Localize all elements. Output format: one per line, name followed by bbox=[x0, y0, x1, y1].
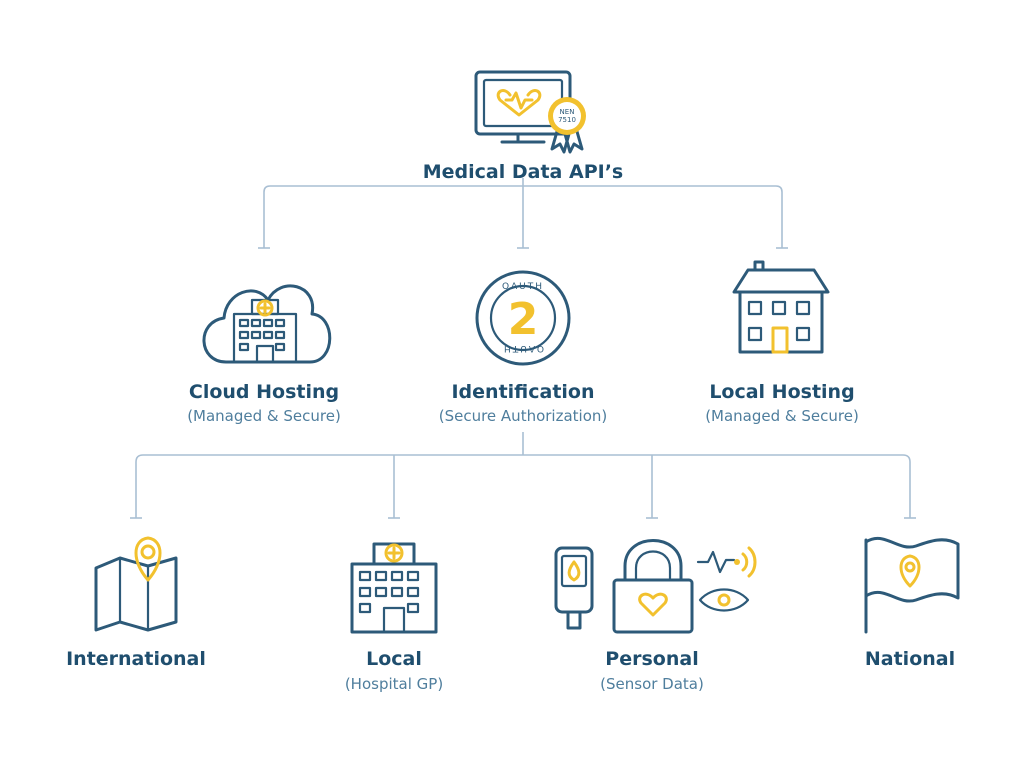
identification-title: Identification bbox=[451, 381, 594, 403]
connectors bbox=[130, 178, 916, 519]
local-hosting-subtitle: (Managed & Secure) bbox=[705, 407, 859, 425]
oauth-ring-bottom: OAUTH bbox=[502, 343, 544, 353]
personal-title: Personal bbox=[605, 648, 698, 670]
monitor-heartbeat-icon: NEN 7510 bbox=[474, 70, 586, 154]
local-title: Local bbox=[366, 648, 422, 670]
eye-icon bbox=[698, 588, 750, 612]
node-local: Local (Hospital GP) bbox=[345, 542, 443, 693]
flag-pin-icon bbox=[864, 536, 960, 634]
root-node: NEN 7510 Medical Data API’s bbox=[423, 70, 623, 183]
personal-subtitle: (Sensor Data) bbox=[600, 675, 704, 693]
signal-wave-icon bbox=[696, 546, 757, 578]
lock-sensor-icon bbox=[554, 539, 757, 634]
local-subtitle: (Hospital GP) bbox=[345, 675, 443, 693]
local-hosting-title: Local Hosting bbox=[709, 381, 854, 403]
node-international: International bbox=[66, 536, 206, 670]
connector-level2-bus bbox=[135, 454, 911, 518]
node-identification: OAUTH OAUTH 2 Identification (Secure Aut… bbox=[439, 270, 608, 425]
house-icon bbox=[732, 260, 830, 354]
root-title: Medical Data API’s bbox=[423, 161, 623, 183]
node-local-hosting: Local Hosting (Managed & Secure) bbox=[705, 260, 859, 425]
oauth-ring-top: OAUTH bbox=[502, 282, 544, 292]
oauth-2-icon: OAUTH OAUTH 2 bbox=[475, 270, 571, 366]
node-personal: Personal (Sensor Data) bbox=[554, 539, 757, 693]
map-pin-icon bbox=[94, 536, 178, 632]
badge-line-1: NEN bbox=[560, 108, 575, 116]
international-title: International bbox=[66, 648, 206, 670]
cloud-hospital-icon bbox=[202, 284, 332, 364]
identification-subtitle: (Secure Authorization) bbox=[439, 407, 608, 425]
hospital-icon bbox=[350, 542, 438, 634]
padlock-heart-icon bbox=[612, 539, 694, 634]
node-national: National bbox=[864, 536, 960, 670]
national-title: National bbox=[865, 648, 955, 670]
cloud-hosting-title: Cloud Hosting bbox=[189, 381, 339, 403]
badge-line-2: 7510 bbox=[558, 116, 576, 124]
oauth-version-number: 2 bbox=[508, 294, 539, 345]
nen-7510-badge: NEN 7510 bbox=[548, 97, 586, 154]
glucose-meter-icon bbox=[554, 546, 594, 630]
cloud-hosting-subtitle: (Managed & Secure) bbox=[187, 407, 341, 425]
node-cloud-hosting: Cloud Hosting (Managed & Secure) bbox=[187, 284, 341, 425]
